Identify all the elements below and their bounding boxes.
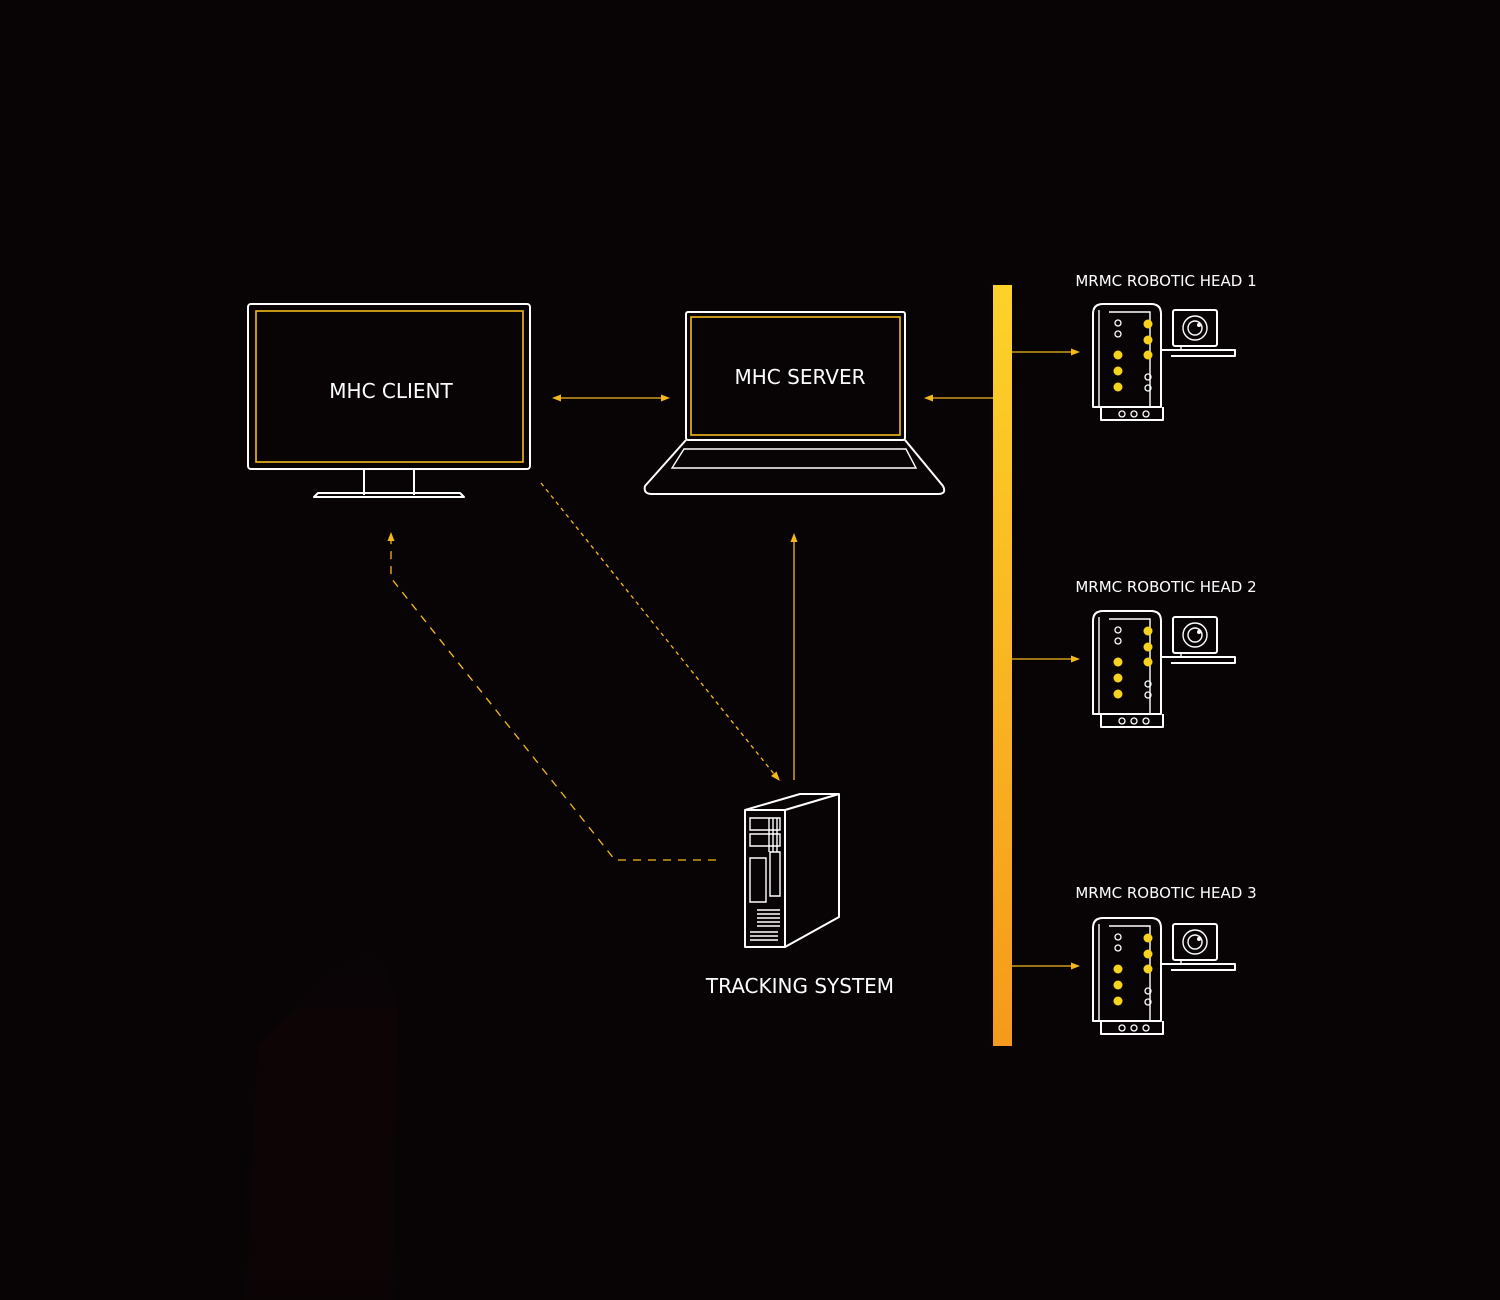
tracking-server-connection — [790, 533, 798, 780]
robotic-head-icon — [1092, 917, 1236, 1035]
bus-head2-connection — [1012, 655, 1080, 663]
client-tracking-dotted-connection — [540, 482, 780, 781]
robotic-head-icon — [1092, 303, 1236, 421]
robotic-head-2: MRMC ROBOTIC HEAD 2 — [1075, 578, 1257, 728]
bus-server-connection — [924, 394, 993, 402]
robotic-head-2-label: MRMC ROBOTIC HEAD 2 — [1075, 578, 1256, 596]
robotic-head-3: MRMC ROBOTIC HEAD 3 — [1075, 884, 1257, 1035]
mhc-client-monitor: MHC CLIENT — [247, 303, 531, 498]
network-bus-bar — [993, 285, 1012, 1046]
mhc-server-laptop: MHC SERVER — [643, 311, 946, 495]
mhc-client-label: MHC CLIENT — [329, 379, 453, 403]
tracking-system-label: TRACKING SYSTEM — [705, 974, 894, 998]
tracking-system-tower: TRACKING SYSTEM — [705, 793, 894, 998]
robotic-head-1-label: MRMC ROBOTIC HEAD 1 — [1075, 272, 1256, 290]
robotic-head-icon — [1092, 610, 1236, 728]
tracking-client-dashed-connection — [387, 532, 716, 861]
robotic-head-3-label: MRMC ROBOTIC HEAD 3 — [1075, 884, 1256, 902]
client-server-connection — [552, 394, 670, 402]
bus-head1-connection — [1012, 348, 1080, 356]
robotic-head-1: MRMC ROBOTIC HEAD 1 — [1075, 272, 1257, 421]
bus-head3-connection — [1012, 962, 1080, 970]
mhc-server-label: MHC SERVER — [735, 365, 866, 389]
